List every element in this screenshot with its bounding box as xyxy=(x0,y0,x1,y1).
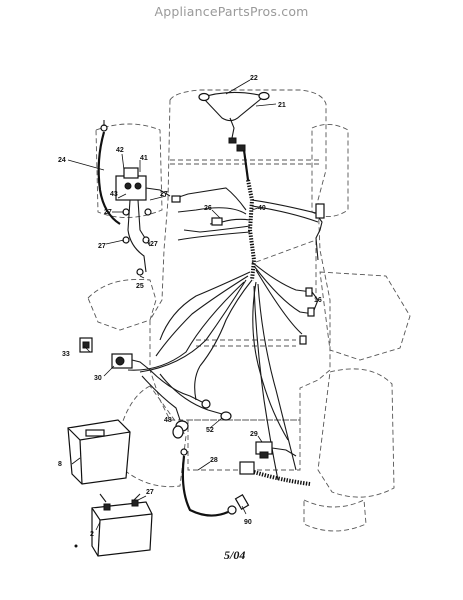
callout-22: 22 xyxy=(250,75,258,82)
callout-27c: 27 xyxy=(98,243,106,250)
callout-16: 16 xyxy=(314,297,322,304)
leader-lines xyxy=(67,79,277,531)
footer-date: 5/04 xyxy=(224,548,246,562)
callout-25: 25 xyxy=(136,283,144,290)
callout-27a: 27 xyxy=(104,209,112,216)
callout-27b: 27 xyxy=(160,191,168,198)
callout-21: 21 xyxy=(278,102,286,109)
callout-29: 29 xyxy=(250,431,258,438)
ground-cable-24 xyxy=(97,120,121,225)
callout-43: 43 xyxy=(110,191,118,198)
callout-labels: 22 21 42 41 24 43 27 27 27 27 26 40 16 2… xyxy=(58,75,322,538)
main-harness-coil xyxy=(242,149,257,281)
harness-wires xyxy=(127,187,323,481)
callout-2: 2 xyxy=(90,531,94,538)
callout-52: 52 xyxy=(206,427,214,434)
callout-30: 30 xyxy=(94,375,102,382)
battery-tray-8 xyxy=(67,419,131,485)
callout-48: 48 xyxy=(164,417,172,424)
plug-33 xyxy=(79,337,93,353)
callout-40: 40 xyxy=(258,205,266,212)
corner-mark xyxy=(74,544,78,548)
callout-41: 41 xyxy=(140,155,148,162)
ignition-switch-30 xyxy=(111,353,151,371)
callout-28: 28 xyxy=(210,457,218,464)
callout-90: 90 xyxy=(244,519,252,526)
callout-33: 33 xyxy=(62,351,70,358)
watermark-text: AppliancePartsPros.com xyxy=(154,4,309,19)
headlight-harness xyxy=(198,91,270,152)
fuse-48 xyxy=(172,425,184,439)
callout-26: 26 xyxy=(204,205,212,212)
cable-28 xyxy=(180,448,237,517)
connectors xyxy=(171,195,325,432)
callout-42: 42 xyxy=(116,147,124,154)
callout-8: 8 xyxy=(58,461,62,468)
switch-29 xyxy=(239,441,311,486)
callout-24: 24 xyxy=(58,157,66,164)
fuse-90 xyxy=(234,493,250,511)
chassis-outline xyxy=(87,89,411,532)
callout-27e: 27 xyxy=(146,489,154,496)
battery-2 xyxy=(91,493,153,557)
solenoid-assembly xyxy=(115,153,171,276)
callout-27d: 27 xyxy=(150,241,158,248)
